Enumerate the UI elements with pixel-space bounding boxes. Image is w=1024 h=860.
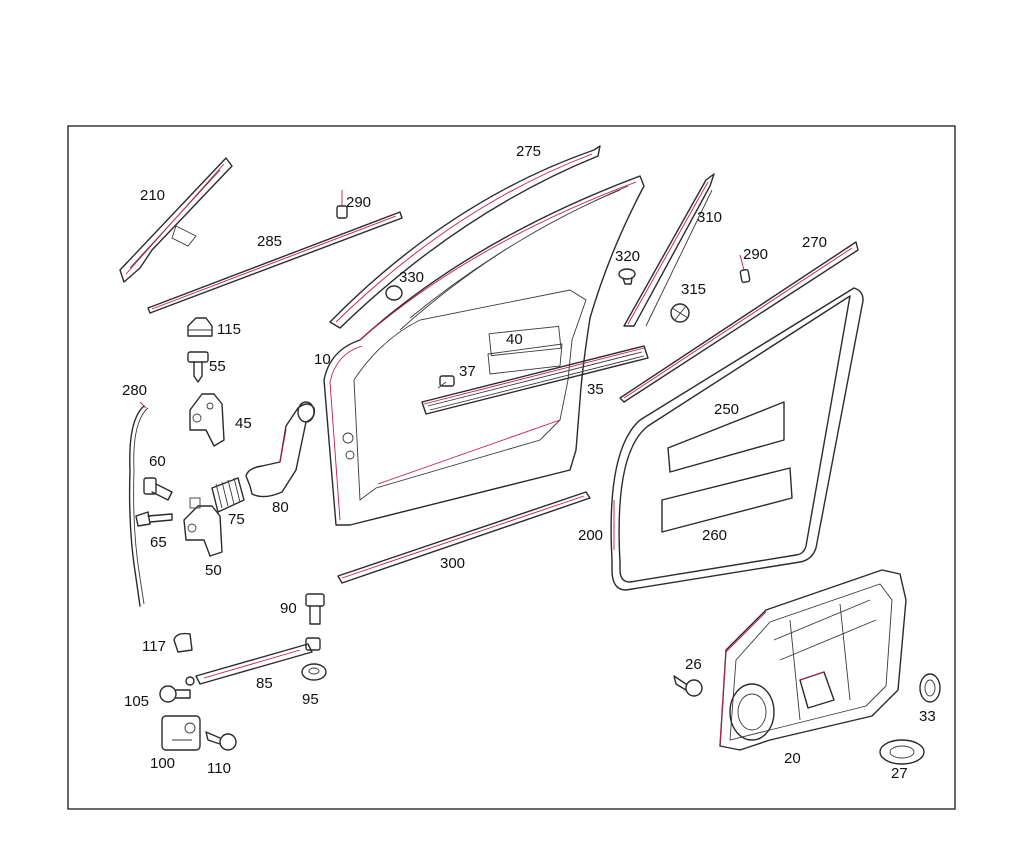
- part-270-outer-belt-strip: [619, 241, 859, 403]
- part-285-inner-belt-strip: [147, 211, 403, 314]
- part-200-door-seal: [610, 287, 864, 591]
- callout-90: 90: [280, 600, 297, 617]
- callout-labels: 10 20 26 27 33 35 37 40 45 50 55 60 65 7…: [122, 143, 936, 782]
- callout-250: 250: [714, 401, 739, 418]
- part-40-pad: [487, 343, 563, 375]
- callout-117: 117: [142, 638, 166, 655]
- part-110-screw: [205, 731, 237, 751]
- part-210-mirror-cover: [119, 157, 233, 283]
- callout-33: 33: [919, 708, 936, 725]
- part-315-screw: [670, 303, 690, 323]
- part-290-clip-right: [739, 254, 751, 283]
- callout-280: 280: [122, 382, 147, 399]
- part-330-plug: [385, 285, 403, 301]
- part-300-sill-strip: [337, 491, 591, 584]
- part-35-impact-beam: [421, 345, 649, 415]
- part-105-bolt: [159, 685, 191, 703]
- part-95-grommet: [301, 663, 327, 681]
- part-55-bolt: [187, 351, 209, 383]
- callout-60: 60: [149, 453, 166, 470]
- part-250-pad: [667, 401, 785, 473]
- part-33-grommet: [919, 673, 941, 703]
- callout-285: 285: [257, 233, 282, 250]
- callout-290-right: 290: [743, 246, 768, 263]
- part-280-cable: [128, 401, 149, 607]
- callout-80: 80: [272, 499, 289, 516]
- callout-37: 37: [459, 363, 476, 380]
- part-60-bolt: [143, 477, 173, 501]
- callout-270: 270: [802, 234, 827, 251]
- callout-95: 95: [302, 691, 319, 708]
- part-50-hinge-lower: [183, 497, 223, 557]
- callout-27: 27: [891, 765, 908, 782]
- callout-85: 85: [256, 675, 273, 692]
- callout-26: 26: [685, 656, 702, 673]
- part-85-rod: [185, 637, 321, 686]
- callout-40: 40: [506, 331, 523, 348]
- callout-210: 210: [140, 187, 165, 204]
- callout-65: 65: [150, 534, 167, 551]
- part-260-pad: [661, 467, 793, 533]
- part-27-grommet: [879, 739, 925, 765]
- part-90-bolt: [305, 593, 325, 625]
- callout-115: 115: [217, 321, 241, 338]
- part-100-striker-plate: [161, 715, 201, 751]
- part-26-screw: [673, 675, 703, 697]
- part-20-window-regulator: [719, 569, 907, 751]
- callout-260: 260: [702, 527, 727, 544]
- callout-310: 310: [697, 209, 722, 226]
- diagram-frame: [67, 125, 956, 810]
- part-310-window-channel: [623, 173, 715, 327]
- callout-315: 315: [681, 281, 706, 298]
- callout-10: 10: [314, 351, 331, 368]
- callout-330: 330: [399, 269, 424, 286]
- callout-100: 100: [150, 755, 175, 772]
- part-275-frame-seal: [329, 145, 601, 329]
- callout-110: 110: [207, 760, 231, 777]
- callout-200: 200: [578, 527, 603, 544]
- part-65-screw: [135, 511, 173, 527]
- callout-300: 300: [440, 555, 465, 572]
- callout-320: 320: [615, 248, 640, 265]
- callout-290-left: 290: [346, 194, 371, 211]
- part-117-cap: [173, 632, 193, 653]
- callout-55: 55: [209, 358, 226, 375]
- part-290-clip-left: [336, 190, 348, 219]
- part-10-door-shell: [323, 175, 645, 526]
- callout-35: 35: [587, 381, 604, 398]
- part-75-bellows: [211, 477, 245, 513]
- callout-105: 105: [124, 693, 149, 710]
- part-45-hinge-upper: [189, 393, 225, 447]
- part-80-check-strap: [245, 401, 316, 498]
- part-37-bolt: [437, 375, 455, 389]
- callout-20: 20: [784, 750, 801, 767]
- callout-45: 45: [235, 415, 252, 432]
- part-115-nut: [187, 317, 213, 337]
- callout-50: 50: [205, 562, 222, 579]
- callout-275: 275: [516, 143, 541, 160]
- part-320-clip: [618, 268, 636, 285]
- callout-75: 75: [228, 511, 245, 528]
